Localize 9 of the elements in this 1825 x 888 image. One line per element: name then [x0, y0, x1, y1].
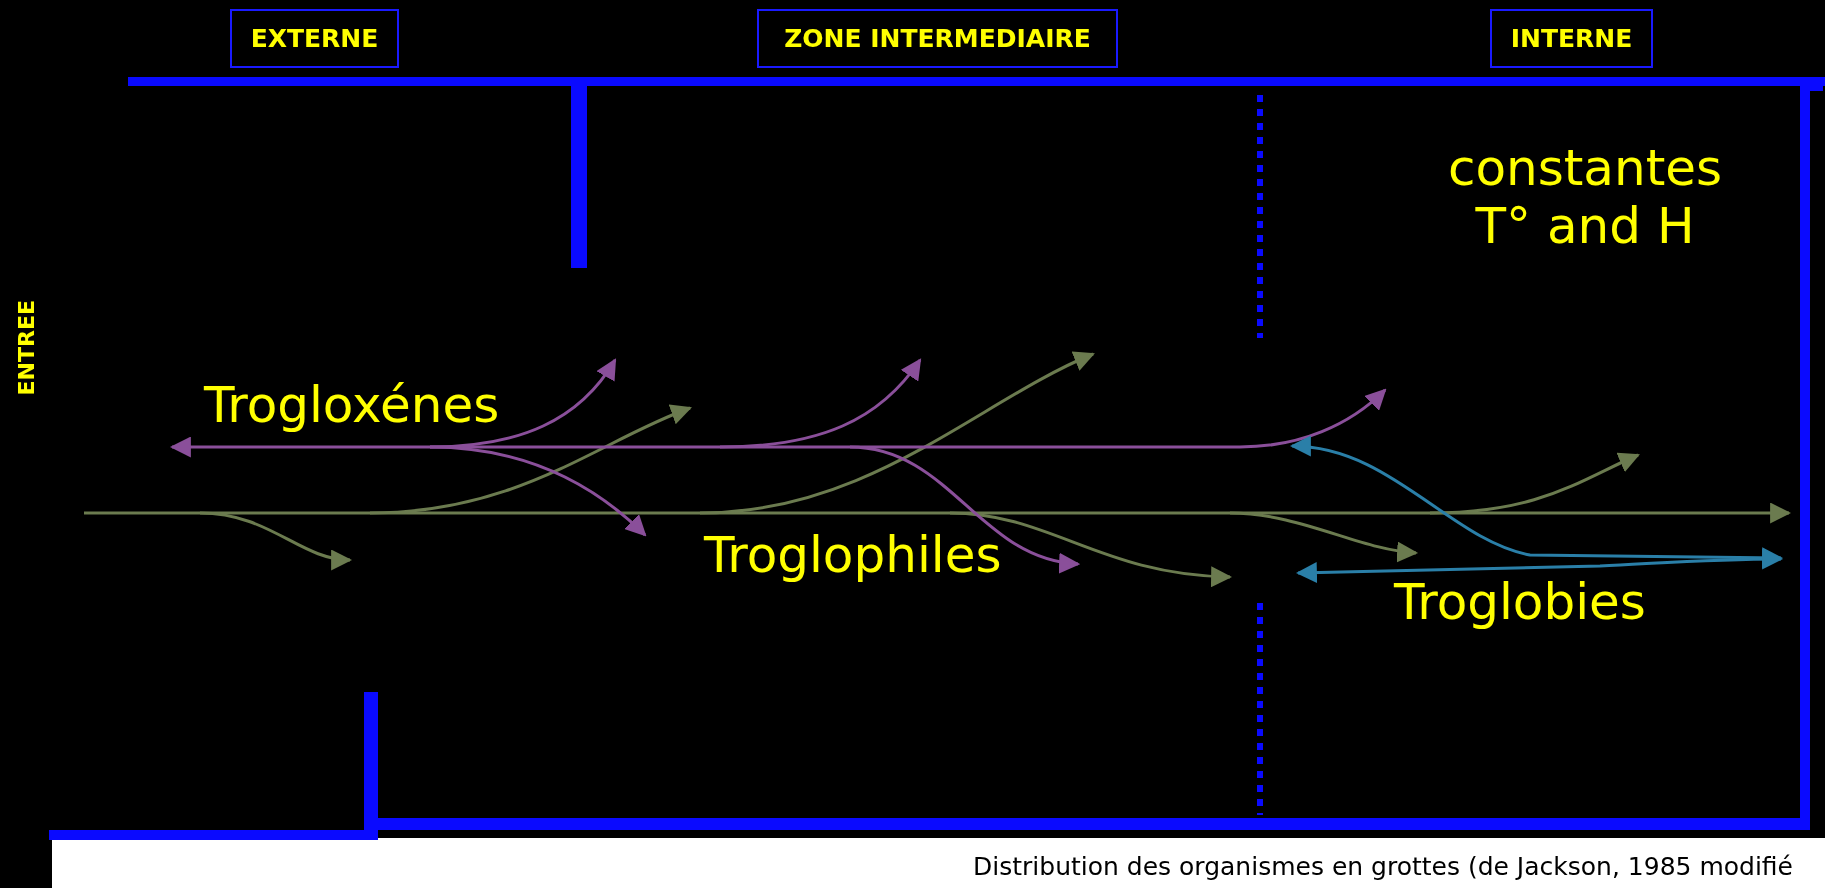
- zone-label: INTERNE: [1490, 9, 1653, 68]
- entrance-label: ENTREE: [14, 300, 39, 396]
- group-label: Troglobies: [1394, 573, 1646, 631]
- condition-note: constantes T° and H: [1446, 140, 1724, 255]
- group-label: Trogloxénes: [204, 376, 500, 434]
- zone-label: EXTERNE: [230, 9, 399, 68]
- zone-label: ZONE INTERMEDIAIRE: [757, 9, 1118, 68]
- caption: Distribution des organismes en grottes (de Jackson, 1985 modifié: [973, 852, 1793, 881]
- group-label: Troglophiles: [704, 526, 1002, 584]
